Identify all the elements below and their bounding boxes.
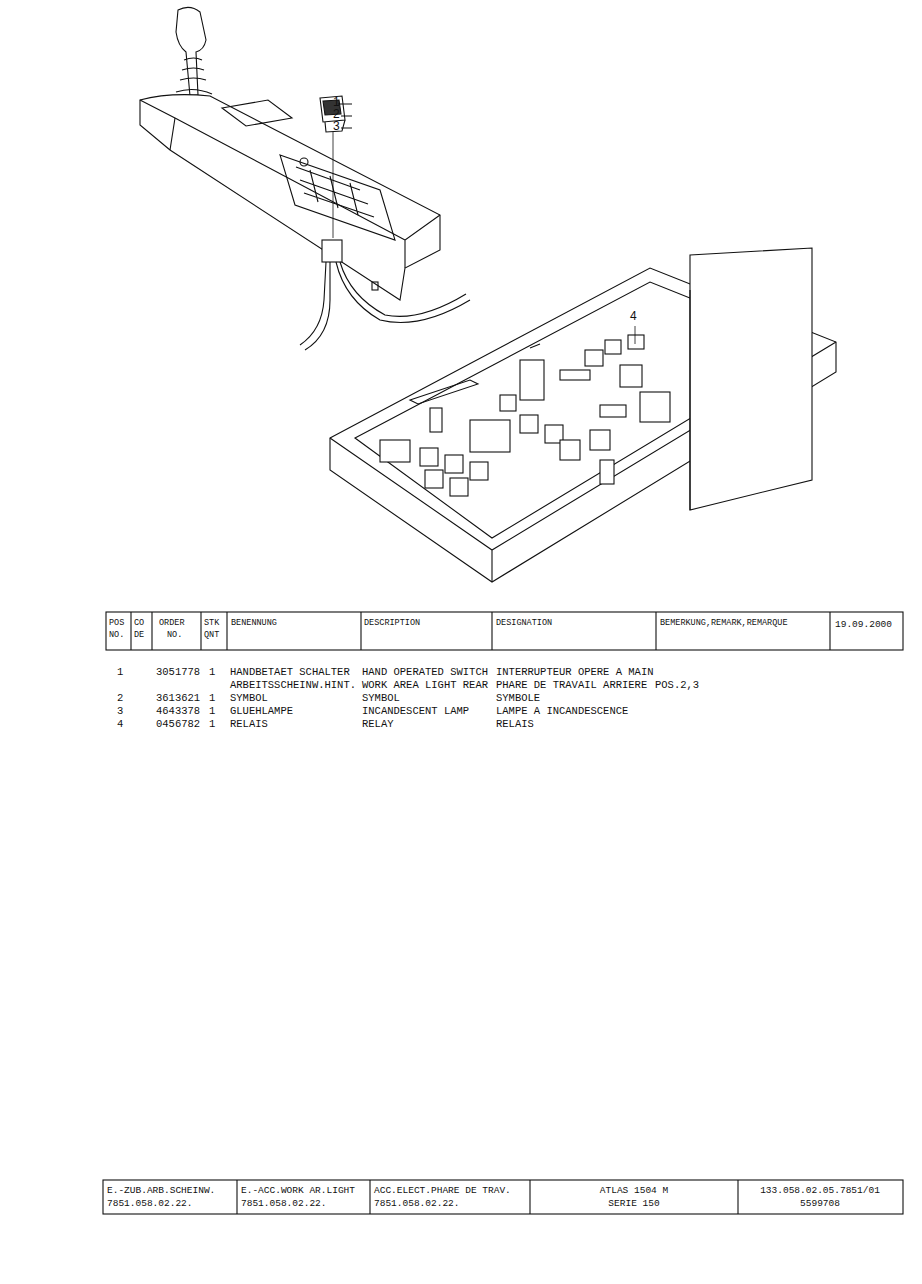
table-cell: 0456782	[156, 718, 200, 730]
footer-cell: E.-ACC.WORK AR.LIGHT	[241, 1185, 355, 1196]
table-header: NO.	[167, 630, 182, 640]
table-cell: HAND OPERATED SWITCH	[362, 666, 488, 678]
table-cell: INTERRUPTEUR OPERE A MAIN	[496, 666, 654, 678]
table-cell: 3	[117, 705, 123, 717]
table-cell: PHARE DE TRAVAIL ARRIERE	[496, 679, 647, 691]
table-cell: POS.2,3	[655, 679, 699, 691]
table-cell: SYMBOLE	[496, 692, 540, 704]
table-cell: 1	[209, 718, 215, 730]
table-header: BEMERKUNG,REMARK,REMARQUE	[660, 618, 788, 628]
footer-cell: 7851.058.02.22.	[374, 1198, 460, 1209]
footer-cell: ATLAS 1504 M	[600, 1185, 668, 1196]
callout-number: 4	[630, 310, 637, 323]
table-header: BENENNUNG	[231, 618, 277, 628]
table-header: CO	[134, 618, 144, 628]
table-header: ORDER	[159, 618, 185, 628]
table-cell: RELAY	[362, 718, 394, 730]
table-header: POS	[109, 618, 124, 628]
table-cell: SYMBOL	[362, 692, 400, 704]
footer-cell: SERIE 150	[608, 1198, 659, 1209]
table-cell: 2	[117, 692, 123, 704]
table-header: NO.	[109, 630, 124, 640]
table-cell: 1	[209, 705, 215, 717]
footer-cell: 133.058.02.05.7851/01	[760, 1185, 880, 1196]
footer-cell: ACC.ELECT.PHARE DE TRAV.	[374, 1185, 511, 1196]
table-cell: 3051778	[156, 666, 200, 678]
table-cell: 4	[117, 718, 123, 730]
table-cell: RELAIS	[496, 718, 534, 730]
table-cell: HANDBETAET SCHALTER	[230, 666, 350, 678]
table-cell: INCANDESCENT LAMP	[362, 705, 469, 717]
footer-cell: E.-ZUB.ARB.SCHEINW.	[107, 1185, 215, 1196]
callout-number: 3	[333, 120, 340, 133]
table-header: DESCRIPTION	[364, 618, 420, 628]
table-header: STK	[204, 618, 219, 628]
footer-cell: 5599708	[800, 1198, 840, 1209]
table-cell: WORK AREA LIGHT REAR	[362, 679, 488, 691]
table-cell: LAMPE A INCANDESCENCE	[496, 705, 628, 717]
table-date: 19.09.2000	[835, 619, 892, 630]
table-cell: 3613621	[156, 692, 200, 704]
table-header: QNT	[204, 630, 219, 640]
table-cell: 1	[117, 666, 123, 678]
table-cell: ARBEITSSCHEINW.HINT.	[230, 679, 356, 691]
footer-cell: 7851.058.02.22.	[241, 1198, 327, 1209]
table-cell: RELAIS	[230, 718, 268, 730]
table-cell: 4643378	[156, 705, 200, 717]
table-cell: 1	[209, 692, 215, 704]
table-header: DE	[134, 630, 144, 640]
table-cell: SYMBOL	[230, 692, 268, 704]
table-cell: GLUEHLAMPE	[230, 705, 293, 717]
footer-cell: 7851.058.02.22.	[107, 1198, 193, 1209]
table-header: DESIGNATION	[496, 618, 552, 628]
table-cell: 1	[209, 666, 215, 678]
